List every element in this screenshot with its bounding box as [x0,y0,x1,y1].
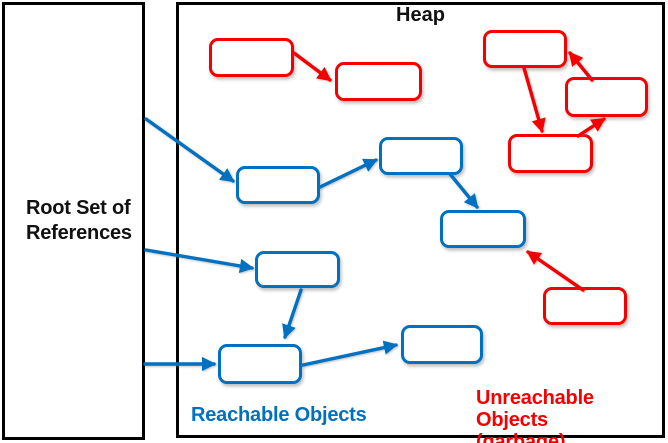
reachable-6-node [401,325,483,364]
unreachable-objects-label-line2: (garbage) [476,431,566,443]
unreachable-objects-label-line1: Unreachable Objects [476,387,594,431]
root-set-label: Root Set of References [26,196,132,246]
unreachable-2-node [335,62,422,101]
unreachable-4-node [565,77,648,117]
unreachable-3-node [483,30,567,68]
reachable-4-node [255,251,340,288]
unreachable-objects-label: Unreachable Objects (garbage) [476,387,668,443]
reachable-1-node [236,166,320,204]
root-set-label-line1: Root Set of [26,197,131,219]
reachable-objects-label: Reachable Objects [191,404,367,426]
unreachable-6-node [543,287,627,325]
reachable-3-node [440,210,526,248]
reachable-5-node [218,344,302,384]
root-set-label-line2: References [26,222,132,244]
reachable-2-node [379,137,463,175]
heap-title: Heap [396,4,445,26]
unreachable-5-node [508,134,593,173]
root-set-box [2,2,145,440]
unreachable-1-node [209,38,294,77]
